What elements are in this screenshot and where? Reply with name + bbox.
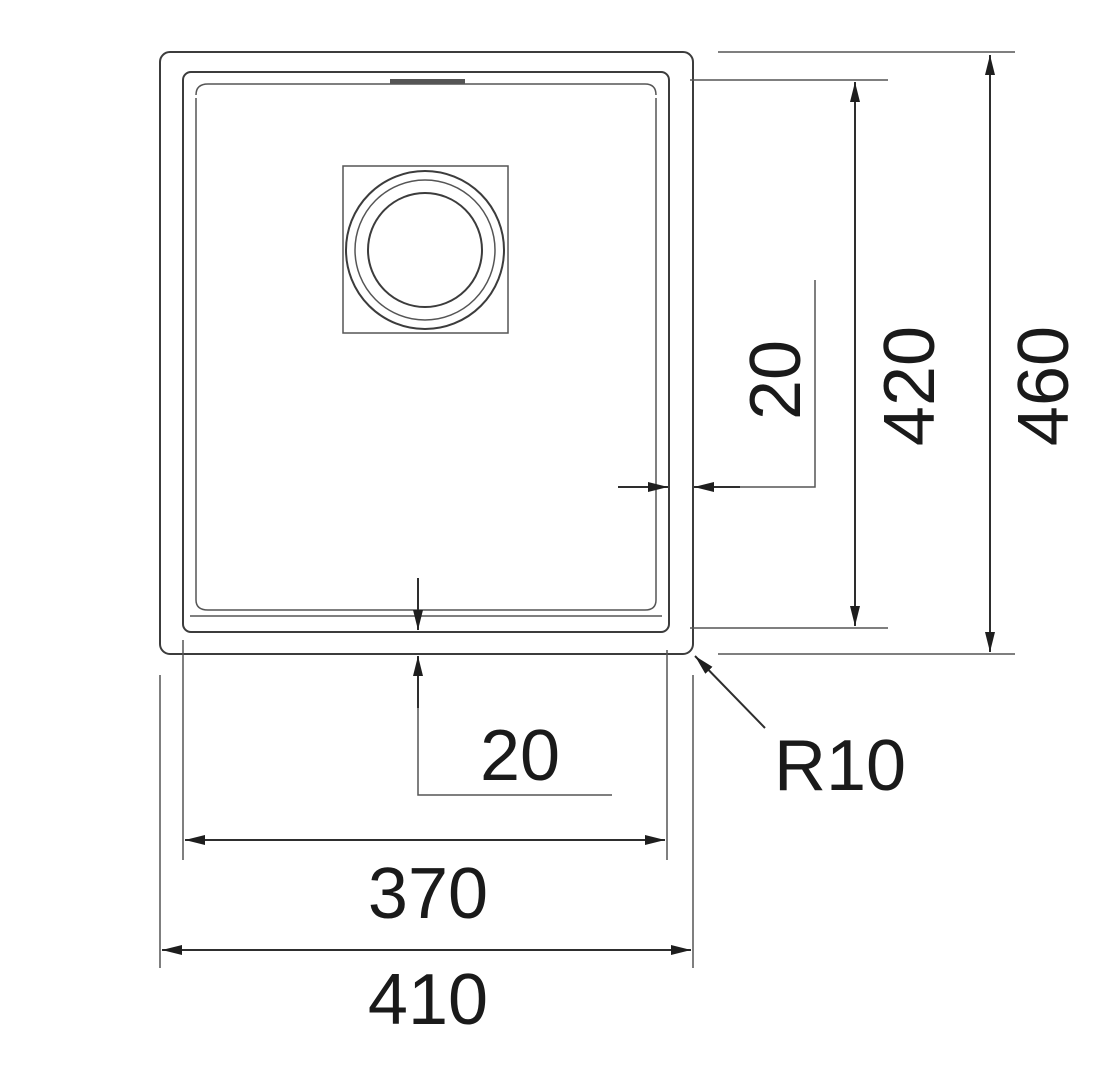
dimension-inner-height: 420	[690, 79, 950, 629]
dimension-outer-width: 410	[159, 675, 694, 1040]
sink-outline	[159, 51, 694, 655]
outer-rim	[159, 51, 694, 655]
drain-outer-ring	[345, 170, 505, 330]
drain-middle-ring	[354, 179, 496, 321]
label-corner-radius: R10	[774, 726, 906, 806]
dimension-side-margin: 20	[618, 280, 816, 492]
drain-plate	[342, 165, 509, 334]
dimension-bottom-margin: 20	[413, 578, 612, 796]
label-side-margin: 20	[736, 340, 816, 420]
label-inner-width: 370	[368, 854, 488, 934]
dimension-inner-width: 370	[182, 640, 668, 934]
inner-bowl	[182, 71, 670, 633]
label-bottom-margin: 20	[480, 716, 560, 796]
label-outer-height: 460	[1004, 326, 1084, 446]
bowl-inner-edge	[195, 98, 657, 611]
drain-inner-ring	[367, 192, 483, 308]
dimension-corner-radius: R10	[694, 655, 906, 806]
overflow-slot	[390, 79, 465, 84]
dimension-outer-height: 460	[718, 51, 1084, 655]
label-inner-height: 420	[870, 326, 950, 446]
drain	[342, 165, 509, 334]
label-outer-width: 410	[368, 960, 488, 1040]
bowl-top-edge	[195, 83, 657, 96]
